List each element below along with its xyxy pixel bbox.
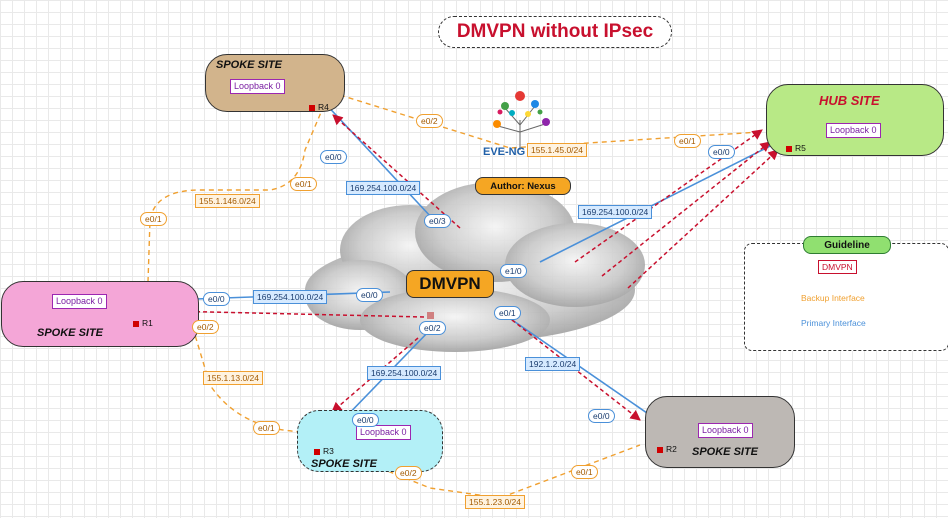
- loopback-r2[interactable]: Loopback 0: [698, 423, 753, 438]
- router-r2-name: R2: [657, 444, 677, 454]
- if-cloud-e1-0: e1/0: [500, 264, 527, 278]
- subnet-r1-primary: 169.254.100.0/24: [253, 290, 328, 304]
- eve-ng-logo-text: EVE-NG: [483, 146, 526, 158]
- backup-link-r3-r2: [329, 444, 641, 499]
- if-r1-e0-2: e0/2: [192, 320, 219, 334]
- cloud-label: DMVPN: [406, 270, 494, 298]
- loopback-r4[interactable]: Loopback 0: [230, 79, 285, 94]
- if-cloud-e0-0: e0/0: [356, 288, 383, 302]
- backup-link-r1-r4: [147, 109, 323, 283]
- author-badge: Author: Nexus: [475, 177, 571, 195]
- subnet-r3-primary: 169.254.100.0/24: [367, 366, 442, 380]
- tunnel-r5-b: [601, 141, 771, 277]
- loopback-r3[interactable]: Loopback 0: [356, 425, 411, 440]
- diagram-title: DMVPN without IPsec: [438, 16, 672, 48]
- if-cloud-e0-3: e0/3: [424, 214, 451, 228]
- primary-link-r2: [504, 314, 661, 423]
- if-r5-e0-1: e0/1: [674, 134, 701, 148]
- tunnel-r4: [332, 114, 461, 229]
- subnet-r4-r5-backup: 155.1.45.0/24: [527, 143, 587, 157]
- guideline-legend: Guideline DMVPN Backup Interface Primary…: [744, 236, 948, 351]
- if-r5-e0-0: e0/0: [708, 145, 735, 159]
- eve-ng-logo: [493, 91, 550, 150]
- if-r3-e0-0: e0/0: [352, 413, 379, 427]
- if-r4-e0-1: e0/1: [290, 177, 317, 191]
- legend-backup: Backup Interface: [798, 292, 868, 304]
- site-r3-label: SPOKE SITE: [311, 458, 378, 470]
- legend-dmvpn: DMVPN: [818, 260, 857, 274]
- if-r4-e0-0: e0/0: [320, 150, 347, 164]
- router-r5-name: R5: [786, 143, 806, 153]
- if-r3-e0-1: e0/1: [253, 421, 280, 435]
- site-r4-label: SPOKE SITE: [216, 59, 283, 71]
- if-r1-e0-1: e0/1: [140, 212, 167, 226]
- if-cloud-e0-2: e0/2: [419, 321, 446, 335]
- if-r1-e0-0: e0/0: [203, 292, 230, 306]
- if-r2-e0-0: e0/0: [588, 409, 615, 423]
- subnet-r1-r3-backup: 155.1.13.0/24: [203, 371, 263, 385]
- if-cloud-e0-1: e0/1: [494, 306, 521, 320]
- loopback-r1[interactable]: Loopback 0: [52, 294, 107, 309]
- if-r3-e0-2: e0/2: [395, 466, 422, 480]
- site-r1: [1, 281, 199, 347]
- tunnel-r1: [166, 305, 425, 318]
- subnet-r2-primary: 192.1.2.0/24: [525, 357, 581, 371]
- cloud-center-marker: [427, 312, 434, 319]
- router-r4-name: R4: [309, 102, 329, 112]
- site-r1-label: SPOKE SITE: [37, 327, 104, 339]
- site-hub-label: HUB SITE: [819, 93, 880, 108]
- tunnel-r5-c: [627, 149, 779, 289]
- backup-link-r1-r3: [144, 317, 306, 433]
- if-r2-e0-1: e0/1: [571, 465, 598, 479]
- subnet-r3-r2-backup: 155.1.23.0/24: [465, 495, 525, 509]
- router-r1-name: R1: [133, 318, 153, 328]
- subnet-r5-primary: 169.254.100.0/24: [578, 205, 653, 219]
- subnet-r1-r4-backup: 155.1.146.0/24: [195, 194, 260, 208]
- if-r4-e0-2: e0/2: [416, 114, 443, 128]
- subnet-r4-primary: 169.254.100.0/24: [346, 181, 421, 195]
- tunnel-r2: [511, 319, 641, 421]
- guideline-title: Guideline: [803, 236, 891, 254]
- site-r2-label: SPOKE SITE: [692, 446, 759, 458]
- legend-primary: Primary Interface: [798, 317, 869, 329]
- router-r3-name: R3: [314, 446, 334, 456]
- loopback-r5[interactable]: Loopback 0: [826, 123, 881, 138]
